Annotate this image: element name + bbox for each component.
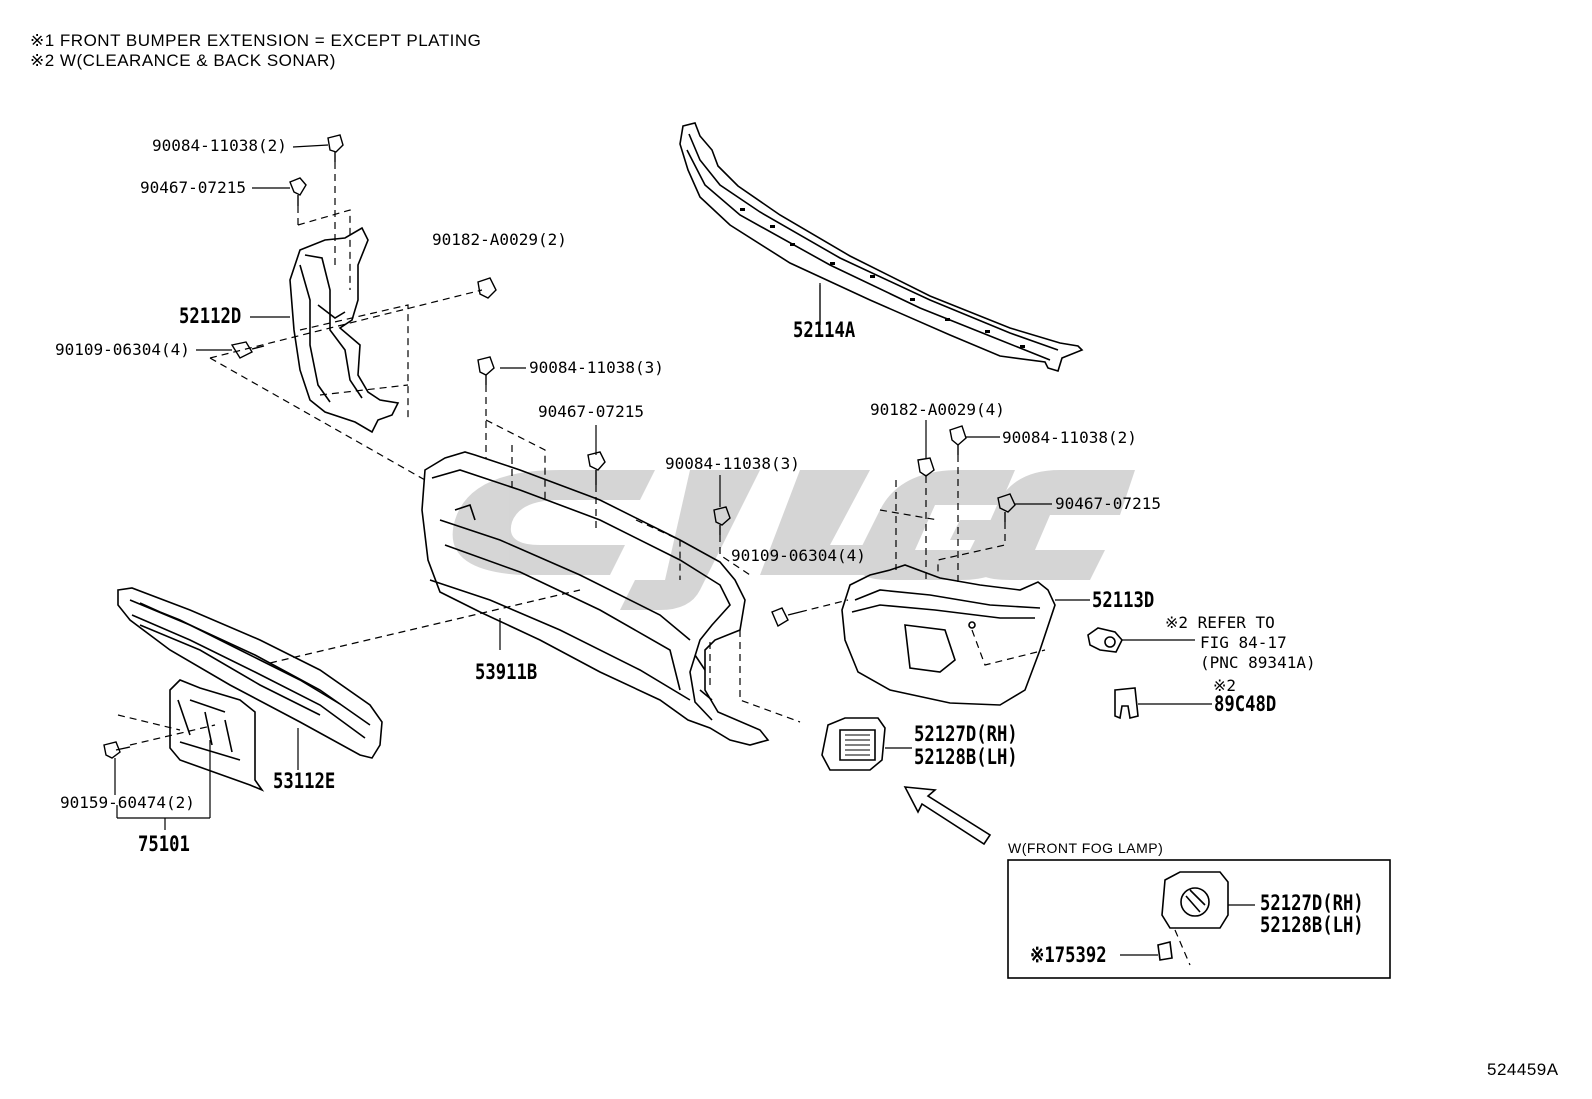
label-retainer-note: ※2 [1213, 676, 1237, 695]
label-plate-bracket: 75101 [138, 832, 190, 856]
fog-cover-52127d [821, 717, 886, 771]
label-bolt-top: 90084-11038(2) [152, 136, 287, 155]
inset-extension-clip [1120, 941, 1173, 961]
bracket-52113d [841, 564, 1056, 706]
note-1: ※1 FRONT BUMPER EXTENSION = EXCEPT PLATI… [30, 31, 482, 50]
label-grille: 53112E [273, 769, 336, 793]
label-clip-center: 90467-07215 [538, 402, 644, 421]
label-nut-b: 90182-A0029(4) [870, 400, 1005, 419]
label-bolt-center: 90084-11038(3) [529, 358, 664, 377]
label-refer-1: ※2 REFER TO [1165, 613, 1275, 632]
label-clip-right: 90467-07215 [1055, 494, 1161, 513]
inset-title: W(FRONT FOG LAMP) [1008, 840, 1164, 856]
fog-lamp-arrow [903, 786, 992, 846]
label-refer-3: (PNC 89341A) [1200, 653, 1316, 672]
inset-label-cover-lh: 52128B(LH) [1260, 913, 1364, 937]
label-bracket-lh: 52112D [179, 304, 242, 328]
inset-label-extension: ※175392 [1030, 943, 1107, 967]
label-bolt-right-b: 90109-06304(4) [731, 546, 866, 565]
label-nut: 90182-A0029(2) [432, 230, 567, 249]
label-bolt-lh: 90109-06304(4) [55, 340, 190, 359]
reinforcement-52114a [679, 122, 1084, 372]
label-bolt-mid: 90084-11038(3) [665, 454, 800, 473]
label-bolt-right: 90084-11038(2) [1002, 428, 1137, 447]
grille-53112e [117, 587, 383, 759]
label-refer-2: FIG 84-17 [1200, 633, 1287, 652]
label-cover-rh: 52127D(RH) [914, 722, 1018, 746]
label-cover-lh: 52128B(LH) [914, 745, 1018, 769]
note-2: ※2 W(CLEARANCE & BACK SONAR) [30, 51, 336, 70]
sonar-sensor [1087, 627, 1123, 653]
inset-fog-cover [1161, 871, 1255, 929]
label-retainer: 89C48D [1214, 692, 1277, 716]
plate-bracket-75101 [169, 679, 265, 792]
inset-label-cover-rh: 52127D(RH) [1260, 891, 1364, 915]
assembly-lines [117, 162, 1191, 966]
label-clip: 90467-07215 [140, 178, 246, 197]
label-screw: 90159-60474(2) [60, 793, 195, 812]
watermark [452, 470, 1135, 610]
bracket-52112d [289, 226, 400, 434]
label-bumper-bar: 53911B [475, 660, 538, 684]
leader-lines [114, 144, 1212, 830]
retainer-89c48d [1114, 687, 1139, 720]
fasteners [103, 134, 1016, 759]
figure-id: 524459A [1487, 1060, 1559, 1079]
label-reinforcement: 52114A [793, 318, 856, 342]
inset-frame [1007, 859, 1391, 979]
bumper-bar-53911b [421, 451, 770, 746]
label-bracket-rh: 52113D [1092, 588, 1155, 612]
